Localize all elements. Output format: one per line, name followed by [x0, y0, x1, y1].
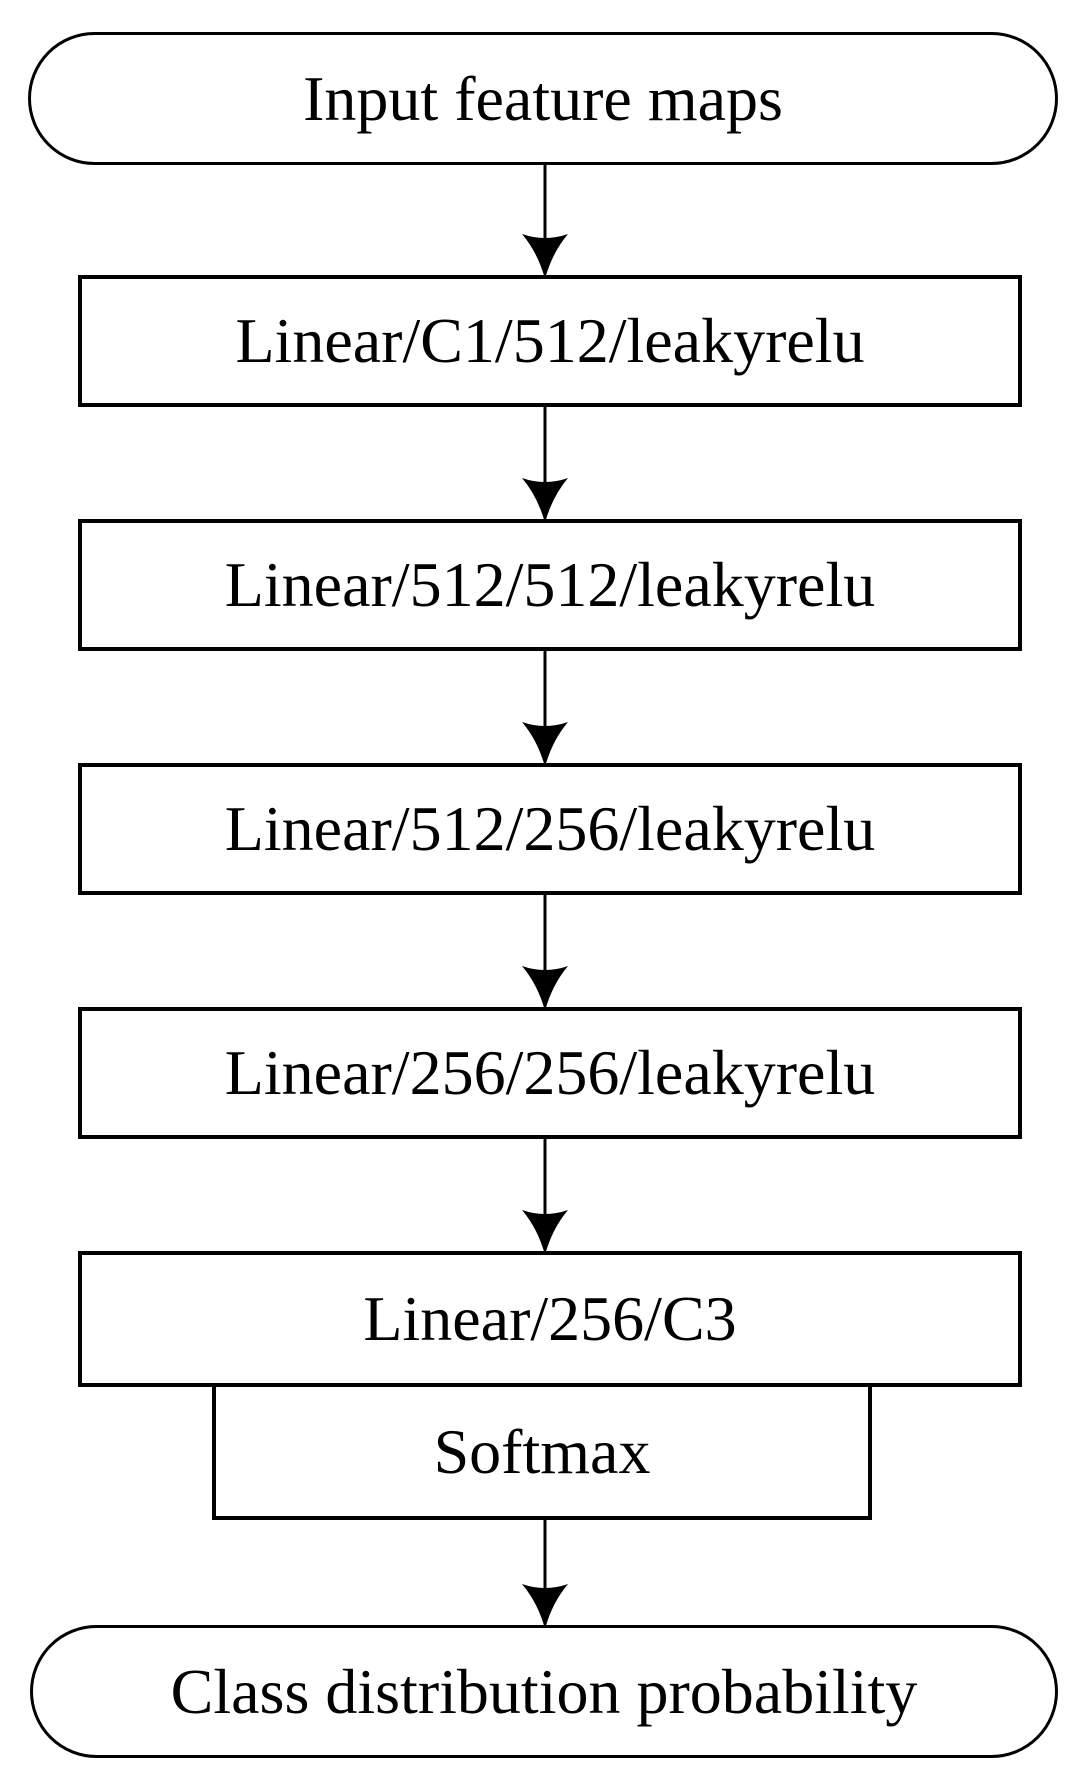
- node-linear-256-256: Linear/256/256/leakyrelu: [78, 1007, 1022, 1139]
- node-linear-512-256: Linear/512/256/leakyrelu: [78, 763, 1022, 895]
- flow-arrow-linear4-to-linear5: [522, 1137, 568, 1255]
- node-label: Linear/256/256/leakyrelu: [224, 1037, 876, 1108]
- node-linear-c1-512: Linear/C1/512/leakyrelu: [78, 275, 1022, 407]
- node-linear-256-c3: Linear/256/C3: [78, 1251, 1022, 1387]
- flow-arrow-linear1-to-linear2: [522, 405, 568, 523]
- flow-arrow-linear2-to-linear3: [522, 649, 568, 767]
- node-class-distribution-probability: Class distribution probability: [30, 1625, 1058, 1758]
- flow-arrow-linear3-to-linear4: [522, 893, 568, 1011]
- node-linear-512-512: Linear/512/512/leakyrelu: [78, 519, 1022, 651]
- node-label: Softmax: [433, 1415, 651, 1487]
- node-label: Linear/256/C3: [363, 1283, 737, 1354]
- node-label: Linear/512/512/leakyrelu: [224, 549, 876, 620]
- node-input-feature-maps: Input feature maps: [28, 32, 1058, 165]
- node-label: Input feature maps: [303, 62, 783, 134]
- node-label: Linear/512/256/leakyrelu: [224, 793, 876, 864]
- flow-arrow-input-to-linear1: [522, 162, 568, 279]
- flow-arrow-softmax-to-output: [522, 1518, 568, 1629]
- node-label: Linear/C1/512/leakyrelu: [235, 305, 865, 376]
- node-softmax: Softmax: [212, 1383, 872, 1520]
- node-label: Class distribution probability: [170, 1655, 918, 1727]
